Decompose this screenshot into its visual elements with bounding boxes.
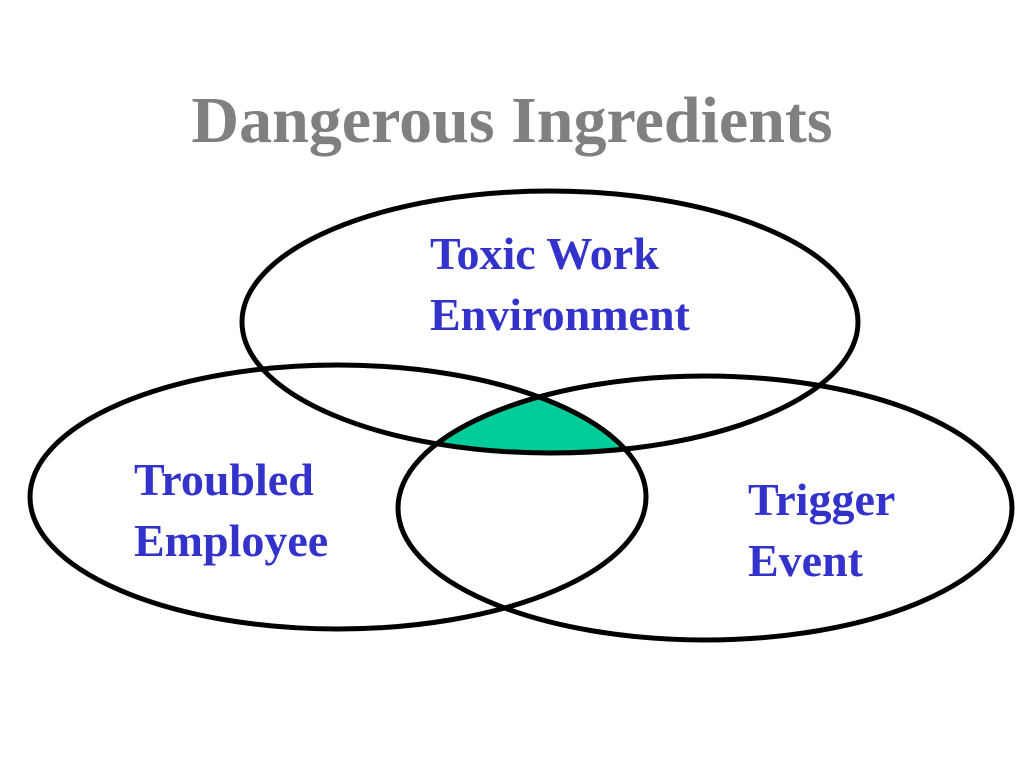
ellipse-trigger-event [395,373,1015,643]
label-troubled-employee: Troubled Employee [134,450,328,571]
label-toxic-line2: Environment [430,288,690,340]
label-trigger-line1: Trigger [748,474,896,525]
label-troubled-line1: Troubled [134,454,314,505]
ellipse-troubled-employee [27,362,649,632]
label-trigger-event: Trigger Event [748,470,895,591]
slide-title: Dangerous Ingredients [191,84,833,157]
label-troubled-line2: Employee [134,514,329,566]
label-trigger-line2: Event [748,534,863,586]
overlap-region [398,376,646,453]
ellipse-toxic-work-environment [239,188,861,456]
label-toxic-line1: Toxic Work [430,228,659,279]
label-toxic-work-environment: Toxic Work Environment [430,224,690,345]
